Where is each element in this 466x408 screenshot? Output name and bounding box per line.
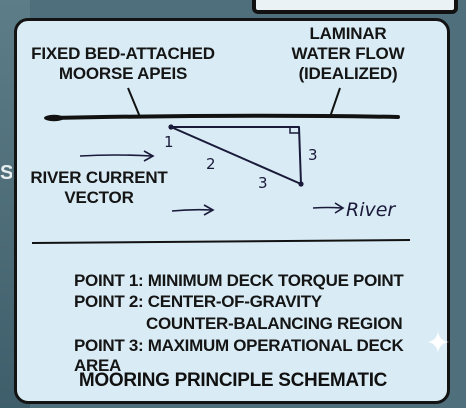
river-label: River <box>346 199 396 221</box>
divider-line <box>31 239 411 244</box>
fixed-bed-label: FIXED BED-ATTACHED MOORSE APEIS <box>31 44 215 83</box>
flow-arrow-head <box>203 204 215 216</box>
side-3-label: 3 <box>308 146 318 164</box>
bed-line-end <box>44 114 64 122</box>
leader-laminar <box>329 87 341 118</box>
current-arrow-head <box>143 150 155 162</box>
point-3-label: 3 <box>258 174 268 192</box>
legend-line-1: POINT 1: MINIMUM DECK TORQUE POINT <box>74 271 404 290</box>
laminar-flow-label: LAMINAR WATER FLOW (IDEALIZED) <box>291 24 405 83</box>
point-3-marker <box>298 181 304 187</box>
river-arrow-shaft <box>312 206 343 209</box>
point-1-label: 1 <box>164 133 174 151</box>
legend-line-3: COUNTER-BALANCING REGION <box>146 314 403 333</box>
schematic-board <box>14 18 450 404</box>
point-2-label: 2 <box>206 155 216 173</box>
current-arrow-shaft <box>79 154 153 157</box>
background-side-letter: S <box>0 162 12 184</box>
top-frame-edge <box>252 0 458 14</box>
legend-line-4: POINT 3: MAXIMUM OPERATIONAL DECK AREA <box>74 336 404 375</box>
river-arrow-head <box>334 202 345 214</box>
right-angle-mark <box>289 127 299 134</box>
leader-fixed-bed <box>127 87 141 118</box>
mooring-triangle <box>170 126 302 185</box>
river-current-label: RIVER CURRENT VECTOR <box>30 168 168 207</box>
bed-line <box>48 113 400 120</box>
legend-line-2: POINT 2: CENTER-OF-GRAVITY <box>74 292 322 311</box>
schematic-title: MOORING PRINCIPLE SCHEMATIC <box>78 370 388 391</box>
flow-arrow-shaft <box>171 208 213 212</box>
point-1-marker <box>168 124 174 130</box>
sparkle-icon: ✦ <box>425 327 451 360</box>
